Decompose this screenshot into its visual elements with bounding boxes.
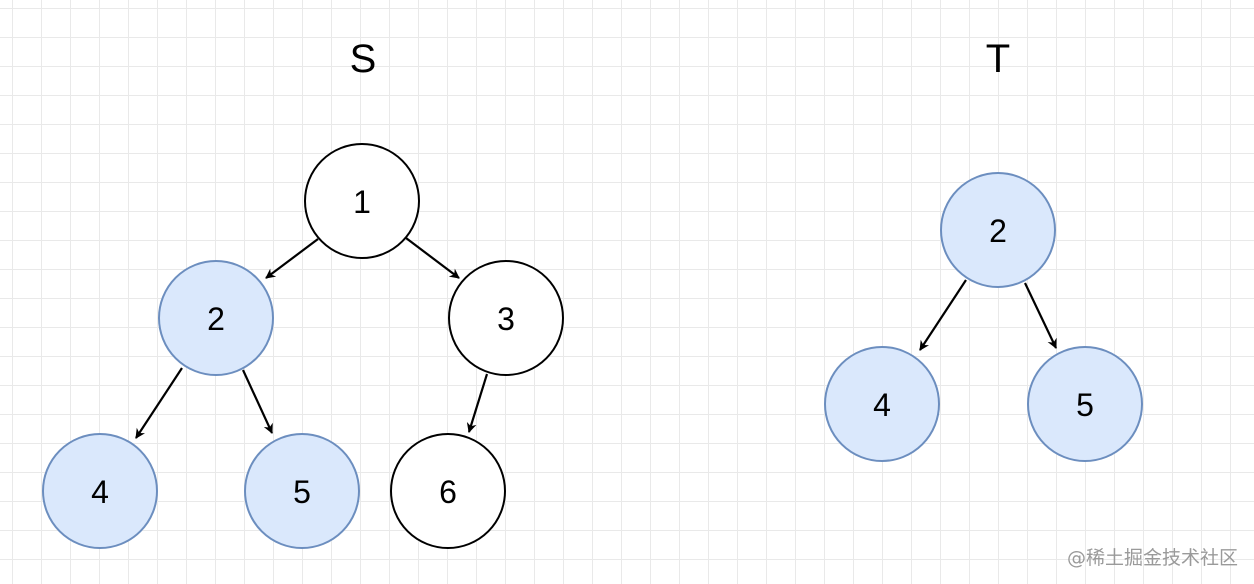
edge-s-3-6	[466, 373, 489, 433]
node-circle	[390, 433, 506, 549]
node-circle	[824, 346, 940, 462]
node-label: 4	[873, 387, 891, 423]
node-t-2: 2	[940, 172, 1056, 288]
node-s-5: 5	[244, 433, 360, 549]
watermark: @稀土掘金技术社区	[1066, 547, 1238, 569]
node-label: 5	[1076, 387, 1094, 423]
node-circle	[42, 433, 158, 549]
tree-s: S 1 2 3 4 5	[42, 37, 564, 549]
node-label: 1	[353, 184, 371, 220]
node-s-1: 1	[304, 143, 420, 259]
node-s-3: 3	[448, 260, 564, 376]
node-label: 5	[293, 474, 311, 510]
node-circle	[244, 433, 360, 549]
node-circle	[1027, 346, 1143, 462]
node-label: 6	[439, 474, 457, 510]
node-s-2: 2	[158, 260, 274, 376]
edge-t-2-4	[919, 279, 967, 351]
edge-t-2-5	[1024, 282, 1057, 349]
node-label: 3	[497, 301, 515, 337]
tree-t-title: T	[986, 37, 1010, 81]
node-s-6: 6	[390, 433, 506, 549]
node-t-5: 5	[1027, 346, 1143, 462]
node-label: 4	[91, 474, 109, 510]
tree-s-title: S	[350, 37, 377, 81]
node-label: 2	[207, 301, 225, 337]
node-circle	[448, 260, 564, 376]
edge-s-1-3	[405, 237, 460, 279]
node-t-4: 4	[824, 346, 940, 462]
node-circle	[304, 143, 420, 259]
node-circle	[158, 260, 274, 376]
edge-s-2-4	[135, 367, 183, 439]
edge-s-2-5	[242, 369, 273, 434]
tree-t: T 2 4 5	[824, 37, 1143, 462]
edge-s-1-2	[265, 238, 319, 279]
node-label: 2	[989, 213, 1007, 249]
node-circle	[940, 172, 1056, 288]
node-s-4: 4	[42, 433, 158, 549]
